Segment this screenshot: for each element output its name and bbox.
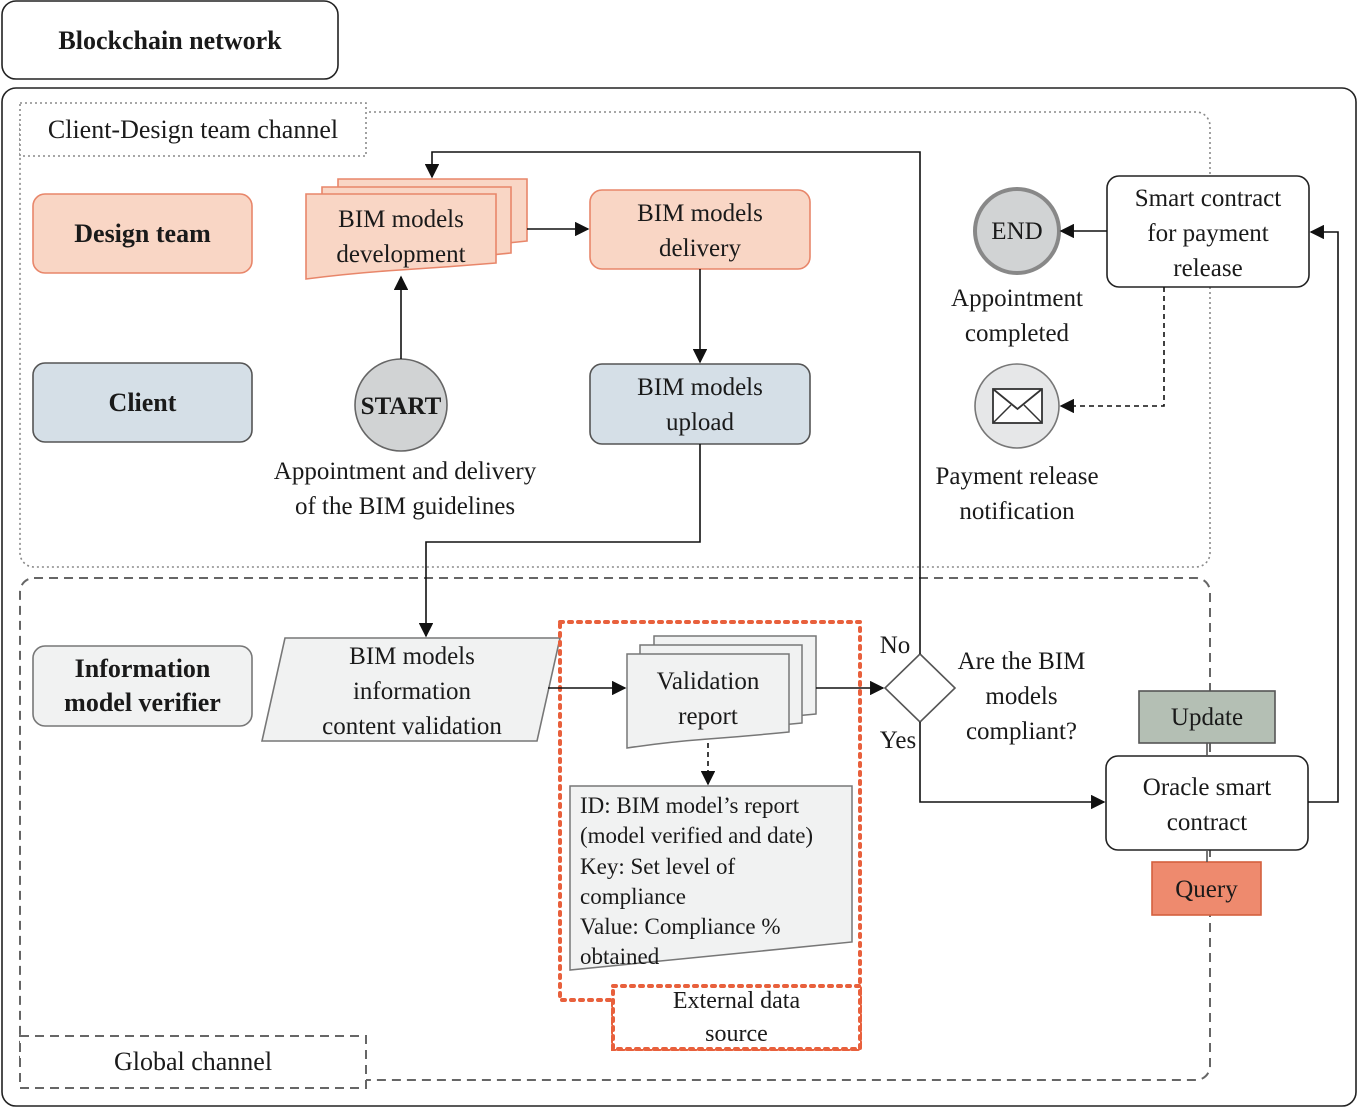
bim-development-line-1: BIM models — [338, 206, 464, 233]
start-caption: Appointment and delivery of the BIM guid… — [230, 454, 580, 524]
client-design-channel-frame — [19, 111, 1211, 568]
payment-caption-line-2: notification — [959, 498, 1075, 525]
verifier-role — [32, 645, 253, 727]
arrow-decision-yes-to-oracle — [919, 722, 1106, 810]
report-details-line-1: ID: BIM model’s report — [580, 793, 800, 818]
query-label: Query — [1175, 876, 1238, 903]
start-label: START — [360, 393, 442, 420]
verifier-label: Information model verifier — [33, 652, 252, 720]
update-label: Update — [1170, 704, 1244, 731]
bim-development-line-2: development — [336, 241, 466, 268]
validation-content-line-1: BIM models — [349, 643, 475, 670]
validation-content-line-2: information — [352, 678, 472, 705]
external-data-label: External data source — [613, 985, 860, 1051]
client-design-channel-label: Client-Design team channel — [47, 115, 339, 144]
decision-question: Are the BIM models compliant? — [934, 644, 1109, 749]
report-details-doc — [569, 785, 853, 971]
network-title: Blockchain network — [58, 26, 282, 55]
payment-caption-line-1: Payment release — [935, 463, 1099, 490]
arrow-oracle-to-smart-contract — [1308, 224, 1339, 803]
bim-delivery-line-1: BIM models — [637, 200, 763, 227]
client-design-channel-label-box — [19, 102, 367, 157]
global-channel-label-box — [19, 1035, 367, 1089]
external-data-line-2: source — [705, 1021, 768, 1047]
bim-development-sheet-front — [305, 193, 497, 280]
report-details-line-5: Value: Compliance % — [580, 914, 781, 940]
validation-report-line-1: Validation — [656, 668, 760, 695]
validation-report-sheet-front — [626, 653, 790, 749]
bim-development-label: BIM models development — [306, 202, 496, 272]
validation-content-line-3: content validation — [322, 713, 502, 740]
verifier-label-line-2: model verifier — [64, 688, 221, 717]
bim-upload-label: BIM models upload — [590, 370, 810, 440]
validation-report-line-2: report — [678, 703, 738, 730]
envelope-icon — [992, 388, 1043, 424]
report-details-text: ID: BIM model’s report (model verified a… — [580, 791, 850, 973]
smart-contract-line-1: Smart contract — [1134, 185, 1282, 212]
end-caption: Appointment completed — [917, 281, 1117, 351]
report-details-line-3: Key: Set level of — [580, 853, 736, 879]
query-button-box — [1151, 861, 1262, 916]
bim-upload-line-1: BIM models — [637, 374, 763, 401]
update-button-box — [1138, 690, 1276, 744]
external-data-line-1: External data — [672, 988, 801, 1014]
arrow-upload-to-validation — [418, 444, 701, 638]
validation-content-shape — [261, 637, 561, 742]
report-details-line-2: (model verified and date) — [580, 823, 814, 849]
decision-question-line-3: compliant? — [965, 718, 1078, 745]
smart-contract-line-3: release — [1173, 255, 1243, 282]
arrow-decision-no-loop — [424, 151, 921, 654]
blockchain-network-frame — [1, 87, 1357, 1107]
decision-no-label: No — [879, 632, 911, 659]
start-caption-line-2: of the BIM guidelines — [294, 493, 516, 520]
oracle-line-1: Oracle smart — [1142, 774, 1272, 801]
client-label: Client — [108, 388, 177, 417]
bim-upload-line-2: upload — [665, 409, 735, 436]
blockchain-network-title-box — [1, 0, 339, 80]
validation-report-label: Validation report — [627, 664, 789, 734]
external-data-label-box — [611, 984, 862, 1051]
bim-delivery-line-2: delivery — [659, 235, 741, 262]
decision-question-line-1: Are the BIM — [957, 648, 1086, 675]
start-caption-line-1: Appointment and delivery — [273, 458, 537, 485]
smart-contract-line-2: for payment — [1147, 220, 1269, 247]
end-caption-line-2: completed — [964, 320, 1070, 347]
report-details-line-4: compliance — [580, 883, 687, 909]
global-channel-label: Global channel — [113, 1047, 273, 1076]
oracle-line-2: contract — [1166, 809, 1248, 836]
end-caption-line-1: Appointment — [951, 285, 1083, 312]
design-team-label: Design team — [74, 219, 211, 248]
smart-contract-label: Smart contract for payment release — [1107, 181, 1309, 286]
end-label: END — [991, 218, 1043, 245]
bim-delivery-label: BIM models delivery — [590, 196, 810, 266]
payment-caption: Payment release notification — [907, 459, 1127, 529]
client-role — [32, 362, 253, 443]
report-details-line-6: obtained — [580, 944, 660, 970]
arrow-smart-contract-to-notification — [1059, 287, 1165, 414]
validation-content-label: BIM models information content validatio… — [272, 639, 552, 744]
verifier-label-line-1: Information — [74, 654, 211, 683]
design-team-role — [32, 193, 253, 274]
oracle-label: Oracle smart contract — [1106, 770, 1308, 840]
decision-question-line-2: models — [985, 683, 1058, 710]
end-node — [973, 187, 1061, 275]
decision-yes-label: Yes — [879, 727, 917, 754]
